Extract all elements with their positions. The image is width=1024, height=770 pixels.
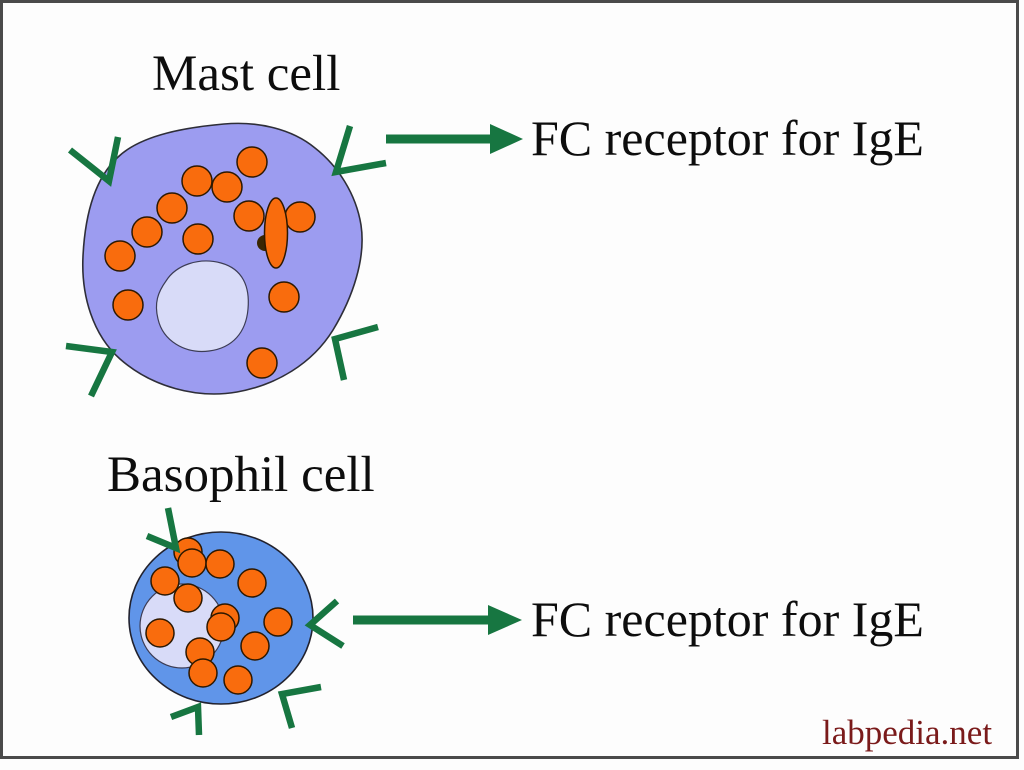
mast-cell-title: Mast cell <box>152 46 340 102</box>
watermark: labpedia.net <box>822 713 992 752</box>
ige-receptor-icon <box>331 323 379 381</box>
granule <box>237 568 267 598</box>
basophil-receptor-label: FC receptor for IgE <box>531 591 924 647</box>
granule <box>131 216 163 248</box>
granule <box>211 171 243 203</box>
basophil-cell-title: Basophil cell <box>107 447 375 503</box>
mast-pointer-arrow-icon <box>386 124 523 154</box>
granule <box>177 548 207 578</box>
mast-cell-body <box>82 122 363 395</box>
granule <box>268 281 300 313</box>
basophil-pointer-arrow-icon <box>353 605 522 635</box>
mast-granules <box>104 146 316 379</box>
ige-receptor-icon <box>67 136 122 187</box>
granule <box>156 192 188 224</box>
granule <box>236 146 268 178</box>
mast-receptor-label: FC receptor for IgE <box>531 110 924 166</box>
mast-ige-receptors <box>65 125 387 398</box>
ige-receptor-icon <box>65 342 117 398</box>
granule <box>263 607 293 637</box>
arrow-head <box>488 605 522 635</box>
ige-receptor-icon <box>304 598 345 649</box>
mast-cell-group: Mast cell FC receptor for IgE <box>65 46 924 398</box>
granule <box>188 658 218 688</box>
granule <box>145 618 175 648</box>
basophil-ige-receptors <box>145 507 345 736</box>
ige-receptor-icon <box>145 507 181 554</box>
basophil-cell-group: Basophil cell FC receptor for IgE <box>107 447 924 736</box>
granule <box>246 347 278 379</box>
ige-receptor-icon <box>169 702 203 736</box>
granule <box>233 200 265 232</box>
granule <box>206 612 236 642</box>
granule <box>182 223 214 255</box>
granule <box>181 165 213 197</box>
mast-cell-nucleus <box>155 260 249 353</box>
granule <box>173 583 203 613</box>
granule <box>284 201 316 233</box>
granule <box>150 566 180 596</box>
ige-receptor-icon <box>277 683 322 729</box>
granule <box>240 631 270 661</box>
granule <box>104 240 136 272</box>
basophil-granules <box>145 537 293 695</box>
granule <box>112 289 144 321</box>
granule <box>223 665 253 695</box>
ige-receptor-icon <box>331 125 387 177</box>
granule <box>205 549 235 579</box>
arrow-head <box>490 124 523 154</box>
granule-oval <box>263 197 289 269</box>
